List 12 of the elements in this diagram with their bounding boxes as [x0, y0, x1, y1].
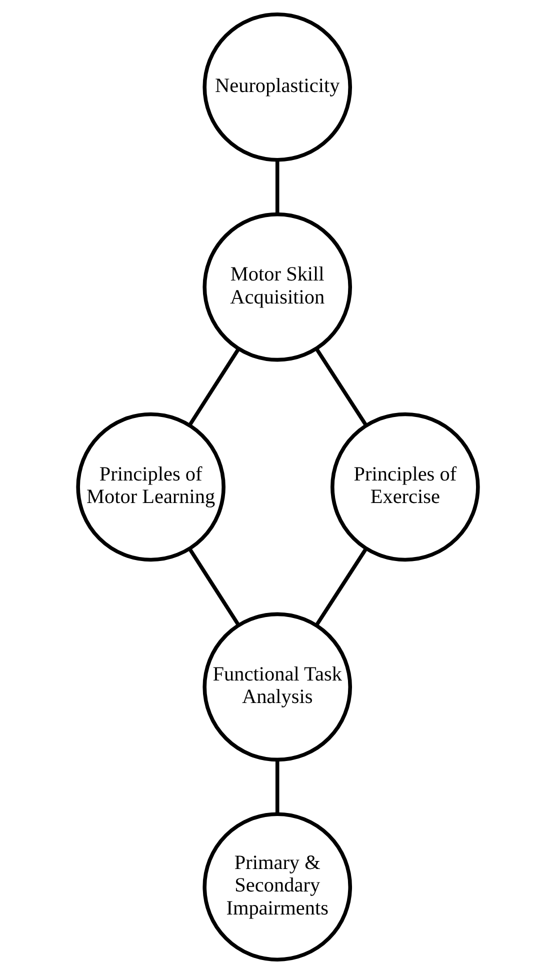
connector [275, 160, 280, 214]
node-circle: Motor Skill Acquisition [202, 212, 352, 362]
node-circle: Principles of Exercise [330, 412, 480, 562]
connector [314, 347, 368, 426]
connector [314, 547, 368, 626]
node-circle: Principles of Motor Learning [76, 412, 226, 562]
node-circle: Functional Task Analysis [202, 612, 352, 762]
connector [188, 548, 240, 626]
connector [188, 348, 240, 426]
node-circle: Neuroplasticity [202, 12, 352, 162]
node-circle: Primary & Secondary Impairments [202, 812, 352, 962]
connector [275, 760, 280, 814]
